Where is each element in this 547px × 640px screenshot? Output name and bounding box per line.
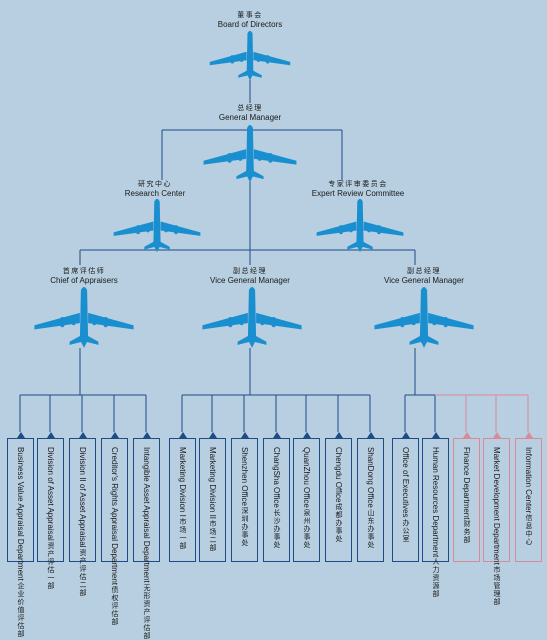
airplane-icon <box>316 198 404 253</box>
dept-en: ShanDong Office <box>366 447 375 508</box>
dept-zh: 债权评估部 <box>111 586 118 627</box>
airplane-icon <box>209 30 291 81</box>
dept-zh: 企业价值评估部 <box>17 581 24 638</box>
airplane-icon <box>34 287 134 348</box>
dept-zh: 财务部 <box>463 520 470 545</box>
dept-zh: 资产评估二部 <box>79 548 86 597</box>
gm-label-zh: 总经理 <box>237 105 263 112</box>
dept-en: ChangSha Office <box>272 447 281 508</box>
dept-zh: 深圳办事处 <box>241 507 248 548</box>
research-label-zh: 研究中心 <box>137 181 172 188</box>
expert-label-zh: 专家评审委员会 <box>328 181 388 188</box>
dept-en: Marketing Division II <box>208 447 217 520</box>
dept-zh: 山东办事处 <box>367 508 374 549</box>
dept-en: Finance Department <box>462 447 471 520</box>
dept-en: Market Development Department <box>492 447 501 565</box>
dept-zh: 泉州办事处 <box>303 508 310 549</box>
dept-en: Chengdu Office <box>334 447 343 503</box>
dept-zh: 市场二部 <box>209 520 216 553</box>
dept-zh: 市场管理部 <box>493 565 500 606</box>
dept-en: Division II of Asset Appraisal <box>78 447 87 548</box>
dept-en: Shenzhen Office <box>240 447 249 507</box>
org-chart-lines <box>19 78 529 432</box>
board-label: 董事会 Board of Directors <box>218 11 282 29</box>
research-label-en: Research Center <box>124 189 186 198</box>
dept-en: Office of Executives <box>401 447 410 518</box>
dept-zh: 市场一部 <box>179 517 186 550</box>
vgm1-label: 副总经理 Vice General Manager <box>210 267 290 285</box>
vgm2-label-en: Vice General Manager <box>384 276 464 285</box>
dept-zh: 资产评估一部 <box>47 541 54 590</box>
vgm1-label-en: Vice General Manager <box>210 276 290 285</box>
vgm2-label-zh: 副总经理 <box>407 268 441 275</box>
expert-label: 专家评审委员会 Expert Review Committee <box>312 180 404 198</box>
expert-label-en: Expert Review Committee <box>311 189 405 198</box>
airplane-icon <box>374 287 474 348</box>
board-label-en: Board of Directors <box>217 20 283 29</box>
airplane-icon <box>203 124 297 183</box>
dept-en: Marketing Division I <box>178 447 187 517</box>
dept-zh: 人力资源部 <box>432 558 439 599</box>
vgm1-label-zh: 副总经理 <box>233 268 267 275</box>
dept-en: Division of Asset Appraisal <box>46 447 55 541</box>
dept-zh: 信息中心 <box>525 514 532 547</box>
appraisers-label: 首席评估师 Chief of Appraisers <box>50 267 118 285</box>
dept-en: Creditor's Rights Appraisal Department <box>110 447 119 586</box>
dept-en: QuanZhou Office <box>302 447 311 508</box>
airplane-icon <box>202 287 302 348</box>
dept-en: Information Center <box>524 447 533 514</box>
dept-en: Human Resources Department <box>431 447 440 558</box>
dept-zh: 成都办事处 <box>335 503 342 544</box>
gm-label-en: General Manager <box>218 113 282 122</box>
appraisers-label-en: Chief of Appraisers <box>50 276 118 285</box>
dept-en: Intangible Asset Appraisal Department <box>142 447 151 583</box>
vgm2-label: 副总经理 Vice General Manager <box>384 267 464 285</box>
dept-zh: 办公室 <box>402 518 409 543</box>
dept-zh: 长沙办事处 <box>273 508 280 549</box>
dept-en: Business Value Appraisal Department <box>16 447 25 581</box>
airplane-icon <box>113 198 201 253</box>
board-label-zh: 董事会 <box>237 12 263 19</box>
appraisers-label-zh: 首席评估师 <box>62 268 106 275</box>
research-label: 研究中心 Research Center <box>125 180 185 198</box>
dept-zh: 无形资产评估部 <box>143 583 150 640</box>
gm-label: 总经理 General Manager <box>219 104 281 122</box>
